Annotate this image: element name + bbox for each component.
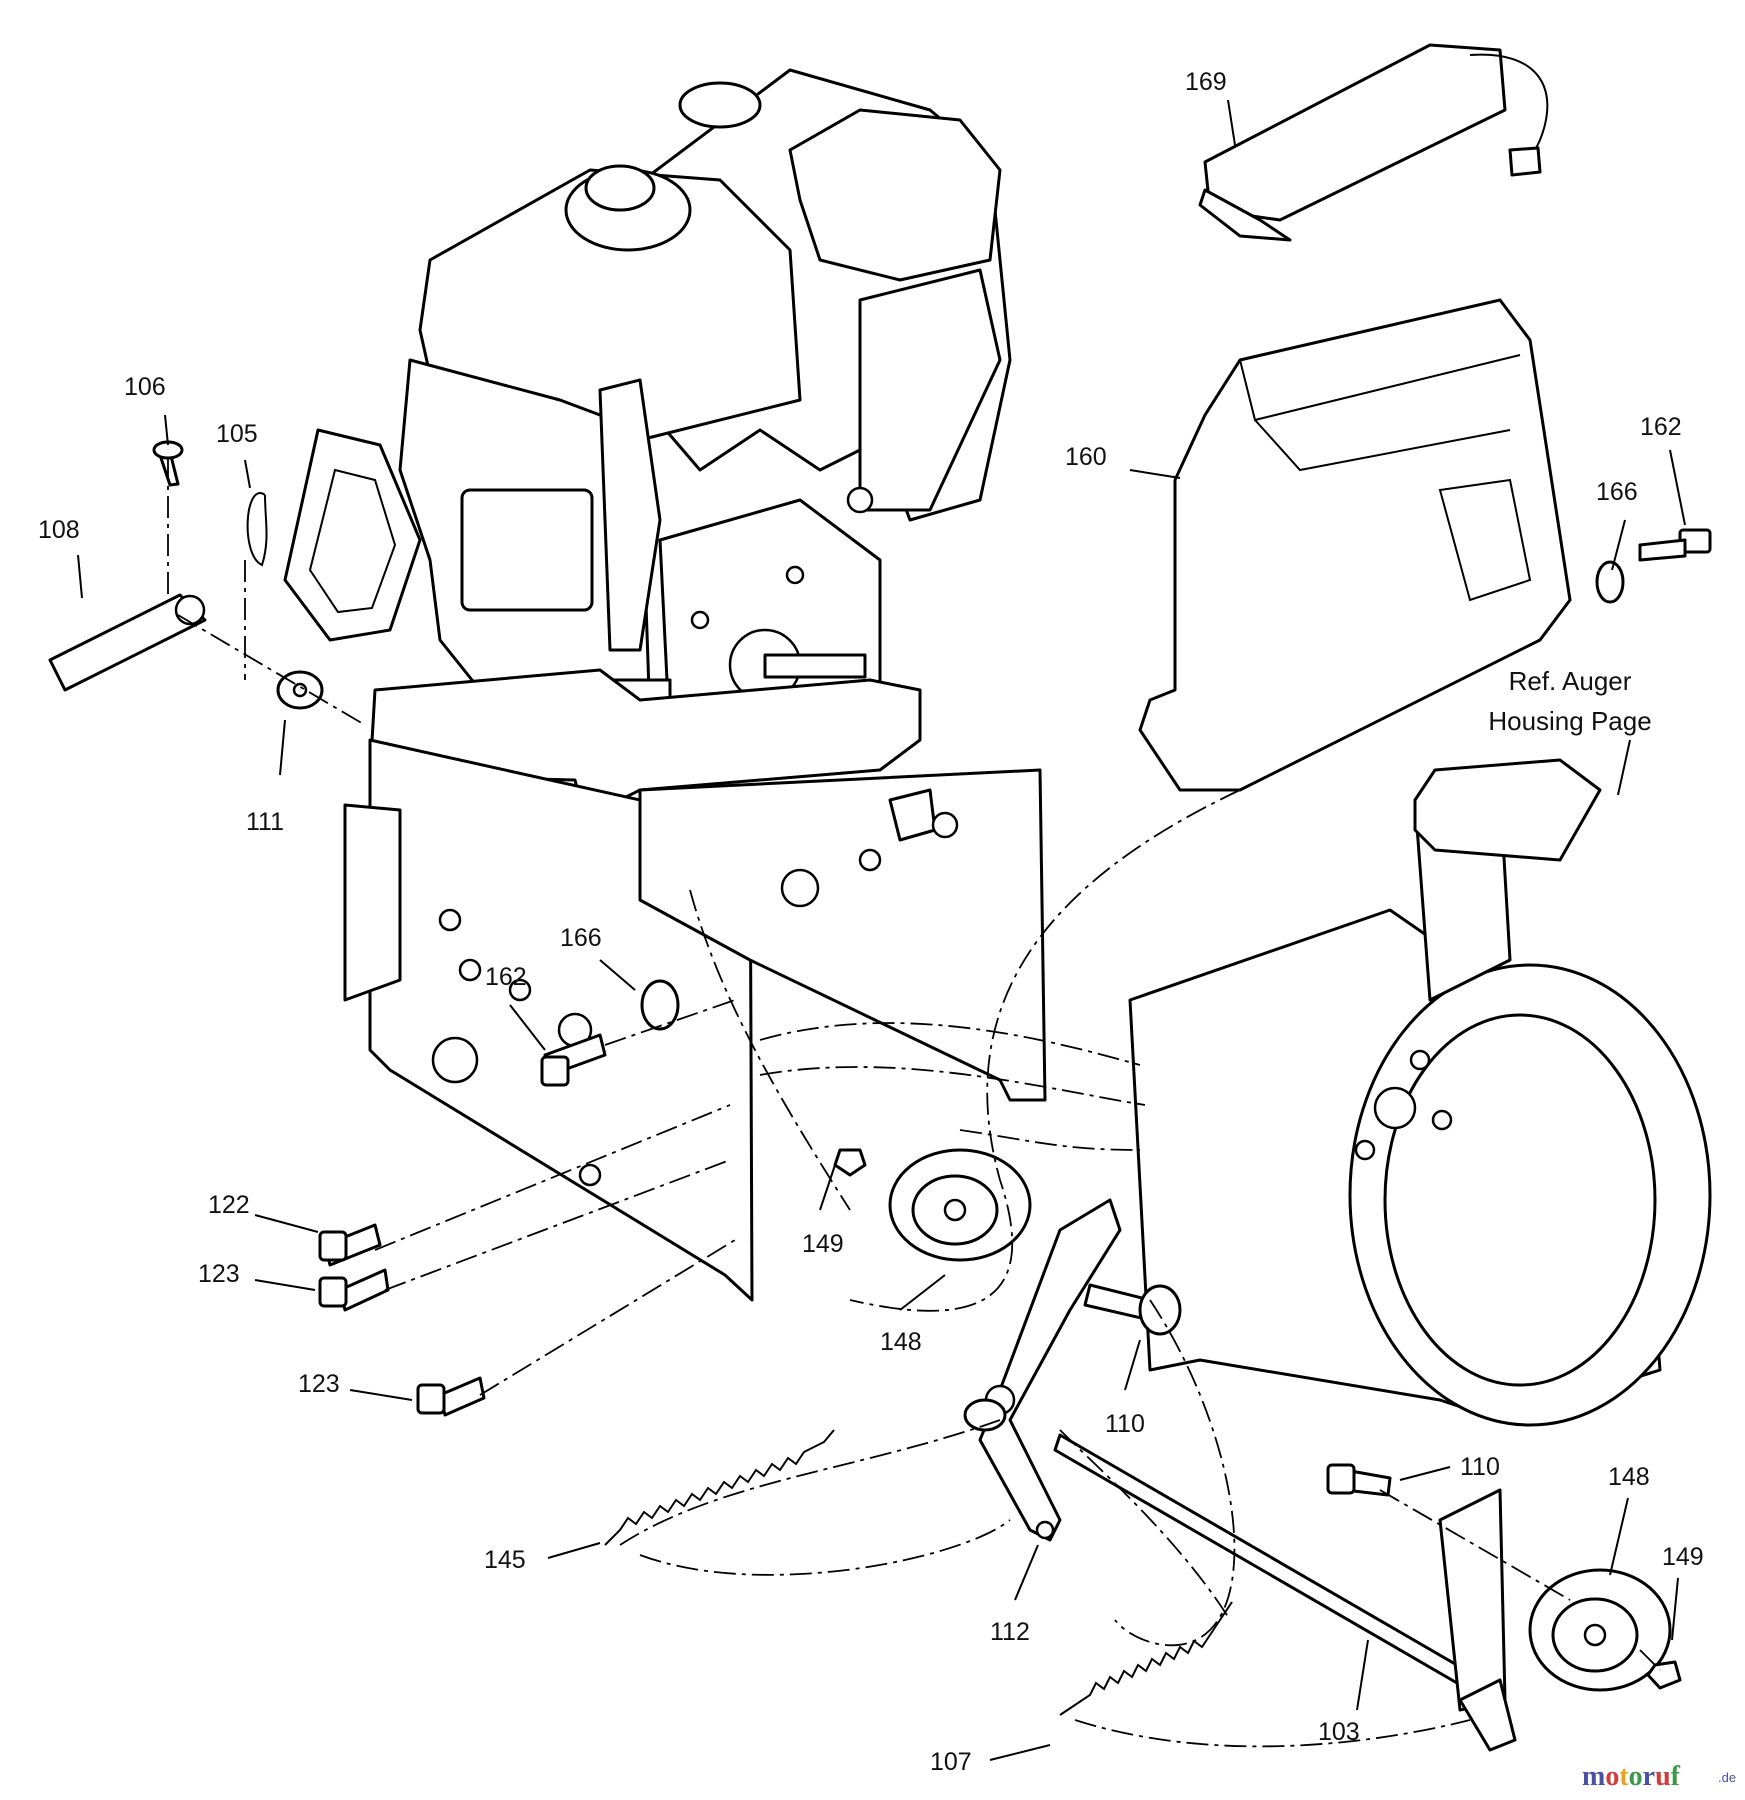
watermark-text: motoruf — [1582, 1761, 1681, 1792]
callout-169: 169 — [1185, 68, 1227, 96]
watermark-letter-1: m — [1582, 1761, 1605, 1792]
spring-145 — [604, 1429, 835, 1546]
reference-note-line-1: Ref. Auger — [1509, 666, 1632, 696]
callout-111: 111 — [246, 808, 284, 836]
part-169 — [1198, 43, 1549, 242]
callout-160: 160 — [1065, 443, 1107, 471]
callout-149-a: 149 — [802, 1230, 844, 1258]
idler-arm — [978, 1198, 1122, 1542]
assembly-lines — [167, 458, 1661, 1748]
callout-110-b: 110 — [1460, 1453, 1500, 1481]
callout-123-a: 123 — [198, 1260, 240, 1288]
watermark-letter-7: f — [1671, 1761, 1681, 1792]
callout-labels: 169 160 162 166 106 105 108 111 166 162 … — [38, 68, 1704, 1776]
watermark-letter-4: o — [1629, 1761, 1643, 1792]
engine — [283, 68, 1012, 762]
callout-108: 108 — [38, 516, 80, 544]
watermark-suffix: .de — [1718, 1770, 1736, 1785]
pulley-148-a — [888, 1148, 1032, 1262]
callout-103: 103 — [1318, 1718, 1360, 1746]
reference-note: Ref. Auger Housing Page — [1488, 666, 1652, 796]
callout-106: 106 — [124, 373, 166, 401]
watermark-letter-6: u — [1655, 1761, 1671, 1792]
callout-145: 145 — [484, 1546, 526, 1574]
engine-frame — [343, 668, 1047, 1302]
callout-148-b: 148 — [1608, 1463, 1650, 1491]
watermark-logo: motoruf .de — [1582, 1761, 1736, 1792]
shaft-103 — [1053, 1433, 1517, 1752]
reference-note-line-2: Housing Page — [1488, 706, 1651, 736]
callout-105: 105 — [216, 420, 258, 448]
callout-162-right: 162 — [1640, 413, 1682, 441]
watermark-letter-5: r — [1643, 1761, 1655, 1792]
callout-166-mid: 166 — [560, 924, 602, 952]
callout-148-a: 148 — [880, 1328, 922, 1356]
callout-107: 107 — [930, 1748, 972, 1776]
spring-107 — [1059, 1601, 1233, 1716]
pulley-148-b — [1528, 1568, 1672, 1692]
callout-149-b: 149 — [1662, 1543, 1704, 1571]
watermark-letter-3: t — [1619, 1761, 1629, 1792]
oil-cap-icon — [678, 81, 762, 129]
leader-lines — [77, 99, 1686, 1761]
part-160 — [1138, 298, 1572, 792]
callout-162-mid: 162 — [485, 963, 527, 991]
callout-122: 122 — [208, 1191, 250, 1219]
engine-handle-icon — [283, 428, 422, 642]
callout-112: 112 — [990, 1618, 1030, 1646]
fasteners — [48, 440, 1712, 1690]
blower-housing — [1128, 758, 1712, 1427]
callout-110-a: 110 — [1105, 1410, 1145, 1438]
right-side-plate — [638, 768, 1047, 1102]
watermark-letter-2: o — [1605, 1761, 1619, 1792]
callout-166-right: 166 — [1596, 478, 1638, 506]
callout-123-b: 123 — [298, 1370, 340, 1398]
